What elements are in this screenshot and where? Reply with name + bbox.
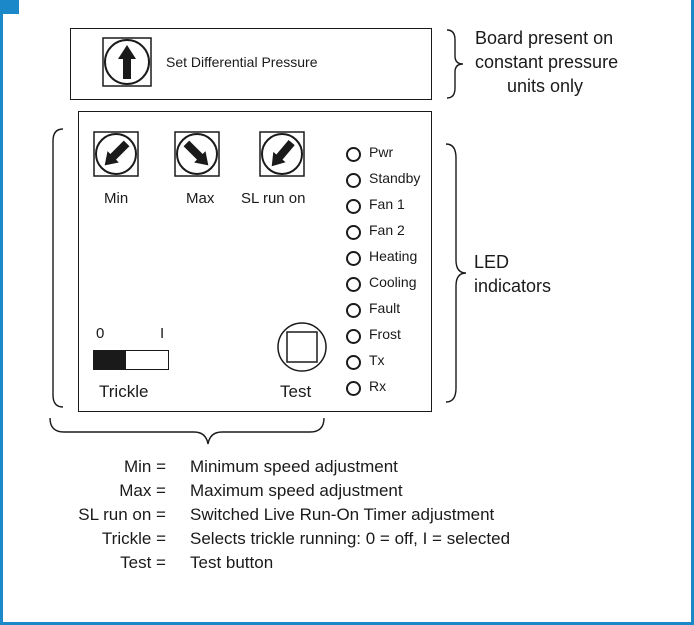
- legend-row: Test = Test button: [40, 553, 600, 577]
- legend-desc: Selects trickle running: 0 = off, I = se…: [190, 529, 511, 548]
- max-knob[interactable]: [174, 131, 220, 177]
- board-note: Board present on constant pressure units…: [475, 26, 618, 98]
- legend-key: Max =: [119, 481, 166, 500]
- led-note-line: indicators: [474, 276, 552, 296]
- board-note-line: units only: [507, 76, 584, 96]
- test-label: Test: [280, 382, 312, 401]
- controls-side-brace: [52, 128, 64, 408]
- led-indicator-icon: [346, 225, 361, 240]
- led-label: Fan 1: [369, 196, 405, 212]
- led-brace: [445, 143, 467, 403]
- led-label: Tx: [369, 352, 385, 368]
- led-indicator-icon: [346, 173, 361, 188]
- legend-desc: Switched Live Run-On Timer adjustment: [190, 505, 495, 524]
- legend-key: Min =: [123, 457, 166, 476]
- sl-run-on-label: SL run on: [241, 190, 306, 207]
- trickle-switch[interactable]: [93, 350, 169, 370]
- switch-on-label: I: [160, 325, 165, 342]
- led-label: Pwr: [369, 144, 394, 160]
- legend-key: Trickle =: [101, 529, 166, 548]
- sl-run-on-knob[interactable]: [259, 131, 305, 177]
- led-indicator-icon: [346, 277, 361, 292]
- led-label: Rx: [369, 378, 387, 394]
- legend-key: Test =: [120, 553, 166, 572]
- differential-pressure-knob[interactable]: [102, 37, 152, 87]
- switch-off-label: 0: [96, 325, 105, 342]
- led-indicator-icon: [346, 303, 361, 318]
- corner-tab: [0, 0, 19, 14]
- legend-key: SL run on =: [78, 505, 166, 524]
- min-label: Min: [104, 190, 129, 207]
- led-note: LED indicators: [474, 250, 551, 298]
- differential-pressure-label: Set Differential Pressure: [166, 54, 318, 70]
- board-note-line: constant pressure: [475, 52, 619, 72]
- max-label: Max: [186, 190, 215, 207]
- led-indicator-icon: [346, 199, 361, 214]
- led-label: Cooling: [369, 274, 417, 290]
- legend-desc: Minimum speed adjustment: [190, 457, 398, 476]
- legend-row: Min = Minimum speed adjustment: [40, 457, 600, 481]
- led-indicator-icon: [346, 381, 361, 396]
- led-indicator-icon: [346, 329, 361, 344]
- min-knob[interactable]: [93, 131, 139, 177]
- legend-row: Trickle = Selects trickle running: 0 = o…: [40, 529, 600, 553]
- led-indicator-icon: [346, 251, 361, 266]
- board-note-brace: [446, 29, 464, 99]
- led-label: Fault: [369, 300, 401, 316]
- controls-bottom-brace: [49, 417, 325, 445]
- led-label: Frost: [369, 326, 401, 342]
- led-indicator-icon: [346, 355, 361, 370]
- led-note-line: LED: [474, 252, 510, 272]
- legend-row: SL run on = Switched Live Run-On Timer a…: [40, 505, 600, 529]
- trickle-label: Trickle: [99, 382, 149, 401]
- legend-row: Max = Maximum speed adjustment: [40, 481, 600, 505]
- led-indicator-icon: [346, 147, 361, 162]
- legend-desc: Maximum speed adjustment: [190, 481, 403, 500]
- legend-desc: Test button: [190, 553, 274, 572]
- led-label: Fan 2: [369, 222, 405, 238]
- led-label: Heating: [369, 248, 418, 264]
- trickle-switch-knob: [94, 351, 126, 369]
- board-note-line: Board present on: [475, 28, 614, 48]
- test-button[interactable]: [276, 321, 328, 373]
- led-label: Standby: [369, 170, 421, 186]
